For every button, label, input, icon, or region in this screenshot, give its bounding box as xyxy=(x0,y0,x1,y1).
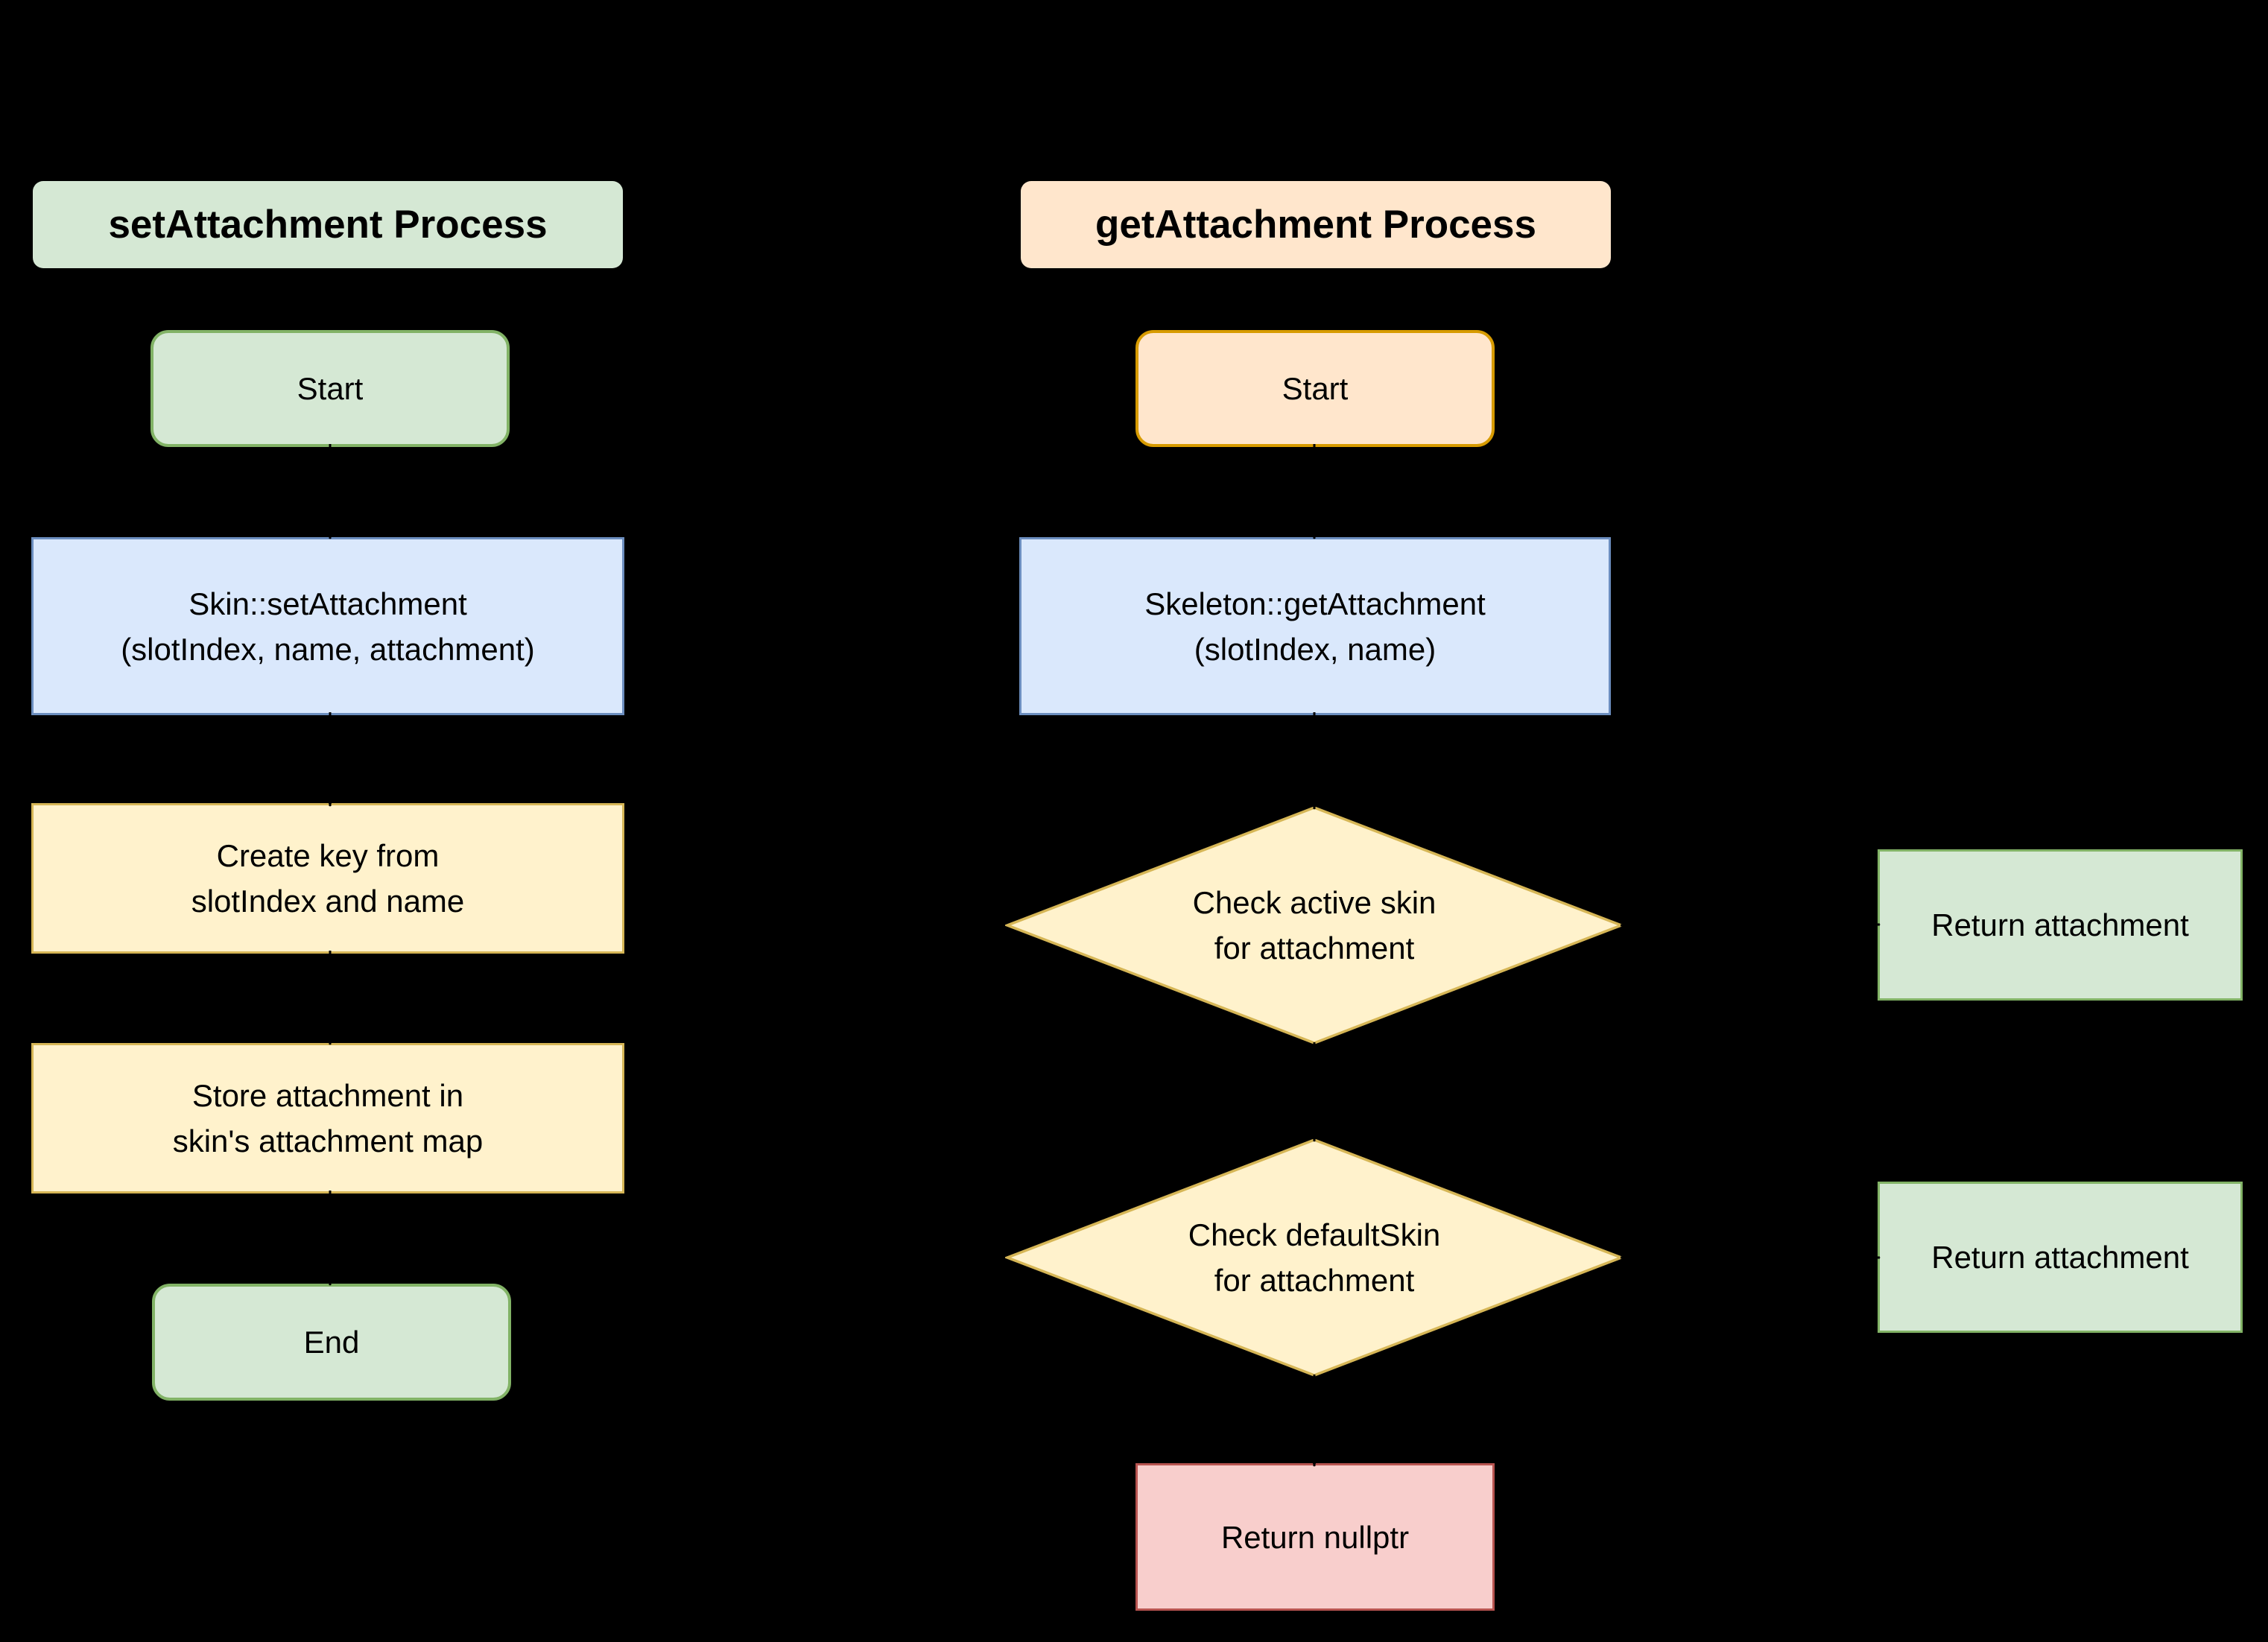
set-step-create-key-line2: slotIndex and name xyxy=(191,884,465,919)
return-attachment-node-2: Return attachment xyxy=(1878,1182,2243,1333)
get-process-header: getAttachment Process xyxy=(1021,181,1611,268)
get-function-line1: Skeleton::getAttachment xyxy=(1144,586,1486,621)
set-step-create-key-line1: Create key from xyxy=(216,838,440,873)
get-function-node: Skeleton::getAttachment (slotIndex, name… xyxy=(1019,537,1611,715)
set-end-node: End xyxy=(152,1284,511,1401)
set-start-label: Start xyxy=(297,371,364,406)
set-end-label: End xyxy=(303,1325,360,1360)
return-attachment-label-2: Return attachment xyxy=(1931,1240,2189,1275)
return-attachment-label-1: Return attachment xyxy=(1931,907,2189,942)
get-return-nullptr-label: Return nullptr xyxy=(1220,1519,1410,1555)
get-function-line2: (slotIndex, name) xyxy=(1194,631,1436,667)
return-attachment-node-1: Return attachment xyxy=(1878,849,2243,1001)
set-process-header: setAttachment Process xyxy=(33,181,623,268)
get-start-label: Start xyxy=(1282,371,1349,406)
get-decision-default-skin: Check defaultSkin for attachment xyxy=(1005,1138,1624,1378)
get-process-header-label: getAttachment Process xyxy=(1095,203,1536,247)
get-decision-default-skin-label: Check defaultSkin for attachment xyxy=(1005,1138,1624,1378)
get-decision-active-skin-line2: for attachment xyxy=(1214,931,1415,966)
get-decision-default-skin-line2: for attachment xyxy=(1214,1263,1415,1298)
set-start-node: Start xyxy=(151,330,510,447)
set-function-node: Skin::setAttachment (slotIndex, name, at… xyxy=(31,537,624,715)
get-decision-active-skin-line1: Check active skin xyxy=(1192,885,1436,920)
get-decision-active-skin: Check active skin for attachment xyxy=(1005,805,1624,1045)
set-step-store-node: Store attachment in skin's attachment ma… xyxy=(31,1043,624,1194)
set-step-create-key-node: Create key from slotIndex and name xyxy=(31,803,624,954)
set-function-line2: (slotIndex, name, attachment) xyxy=(121,631,535,667)
get-return-nullptr-node: Return nullptr xyxy=(1135,1463,1495,1611)
get-start-node: Start xyxy=(1135,330,1495,447)
set-function-line1: Skin::setAttachment xyxy=(189,586,467,621)
set-process-header-label: setAttachment Process xyxy=(108,203,548,247)
set-step-store-line1: Store attachment in xyxy=(191,1078,464,1113)
set-step-store-line2: skin's attachment map xyxy=(172,1123,484,1158)
get-decision-active-skin-label: Check active skin for attachment xyxy=(1005,805,1624,1045)
get-decision-default-skin-line1: Check defaultSkin xyxy=(1188,1217,1441,1252)
